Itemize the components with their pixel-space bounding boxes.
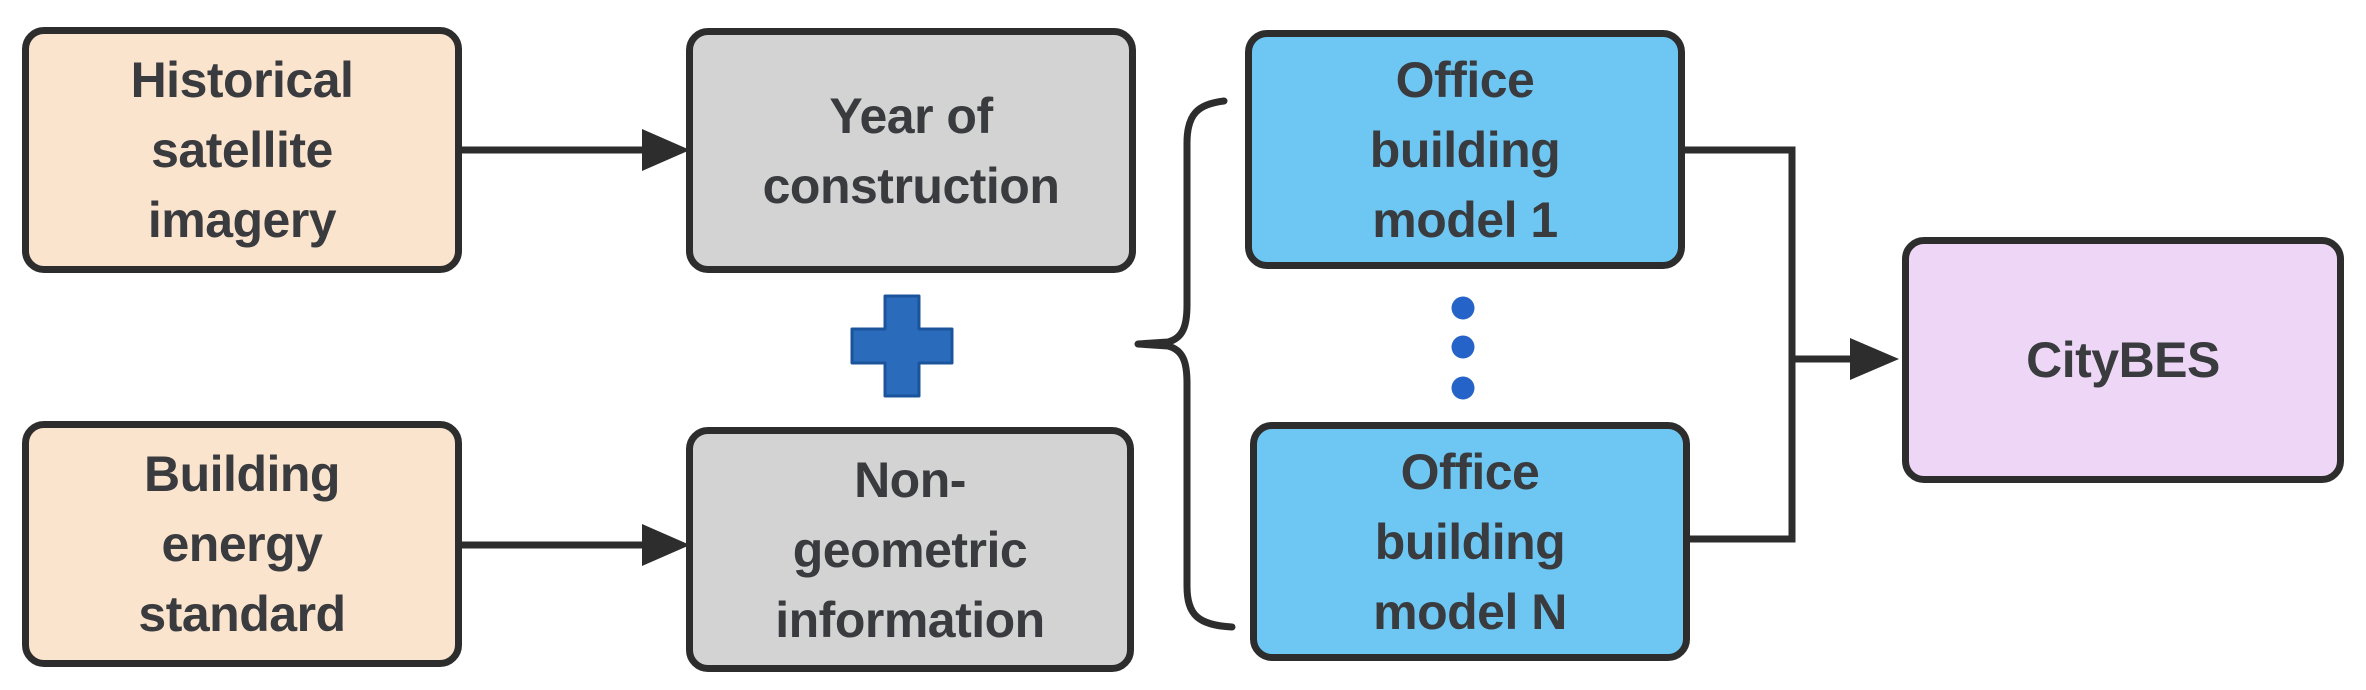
left-curly-brace-icon (1134, 97, 1236, 631)
node-label: Non- geometric information (775, 451, 1045, 648)
node-label: Office building model N (1373, 443, 1567, 640)
node-label: Year of construction (762, 87, 1060, 214)
node-non-geometric-information: Non- geometric information (686, 427, 1134, 672)
node-historical-satellite-imagery: Historical satellite imagery (22, 27, 462, 273)
node-year-of-construction: Year of construction (686, 28, 1136, 273)
node-label: Office building model 1 (1369, 51, 1561, 248)
node-office-building-model-1: Office building model 1 (1245, 30, 1685, 269)
arrow-standard-to-nongeometric (458, 524, 690, 566)
node-label: CityBES (2026, 332, 2220, 388)
arrow-historical-to-year (458, 129, 690, 171)
node-building-energy-standard: Building energy standard (22, 421, 462, 667)
node-citybes: CityBES (1902, 237, 2344, 483)
plus-icon (850, 294, 954, 398)
node-label: Historical satellite imagery (130, 52, 354, 248)
arrowhead (1850, 338, 1899, 380)
arrowhead (642, 524, 690, 566)
connector-models-to-citybes (1683, 146, 1899, 543)
arrowhead (642, 129, 690, 171)
node-office-building-model-n: Office building model N (1250, 422, 1690, 661)
node-label: Building energy standard (138, 446, 346, 642)
vertical-ellipsis-icon (1451, 296, 1475, 400)
